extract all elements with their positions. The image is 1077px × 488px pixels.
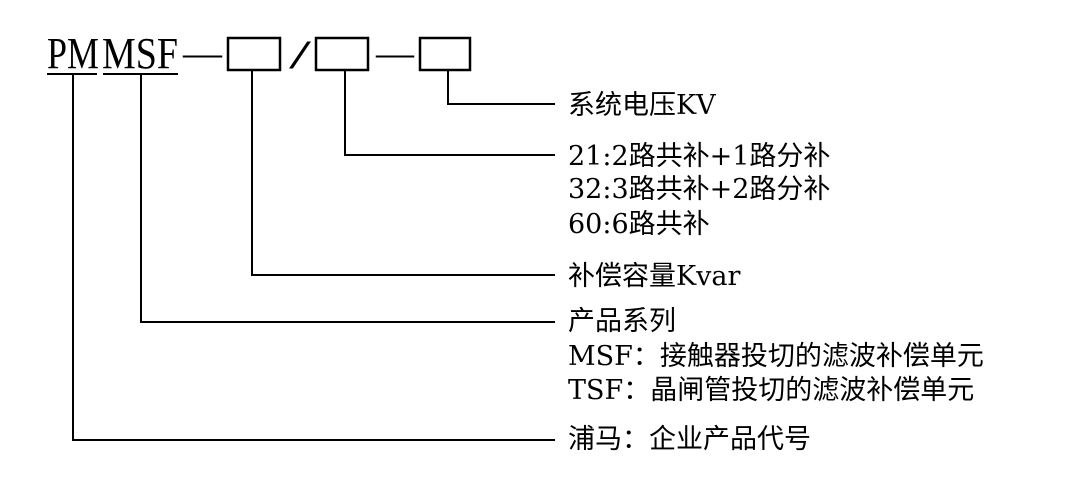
voltage-placeholder-box xyxy=(418,36,472,72)
code-series-msf: MSF xyxy=(102,29,178,78)
channel-option-60: 60:6路共补 xyxy=(568,209,710,240)
code-separator-dash-2: — xyxy=(375,30,415,75)
leader-lines xyxy=(72,70,555,441)
model-code: PM MSF — / — xyxy=(47,29,472,78)
series-label: 产品系列 xyxy=(568,306,676,337)
capacity-placeholder-box xyxy=(226,36,282,72)
channel-leader-line xyxy=(344,70,555,156)
channel-placeholder-box xyxy=(314,36,370,72)
code-separator-slash: / xyxy=(289,32,313,77)
series-option-msf: MSF：接触器投切的滤波补偿单元 xyxy=(568,341,984,372)
series-option-tsf: TSF：晶闸管投切的滤波补偿单元 xyxy=(568,375,974,406)
channel-option-21: 21:2路共补+1路分补 xyxy=(568,141,830,172)
company-leader-line xyxy=(72,74,555,441)
voltage-label: 系统电压KV xyxy=(568,90,716,121)
voltage-leader-line xyxy=(447,70,555,105)
series-leader-line xyxy=(140,74,555,323)
channel-option-32: 32:3路共补+2路分补 xyxy=(568,174,830,205)
code-prefix-pm: PM xyxy=(47,29,99,78)
company-label: 浦马：企业产品代号 xyxy=(568,424,811,455)
labels: 系统电压KV 21:2路共补+1路分补 32:3路共补+2路分补 60:6路共补… xyxy=(568,90,984,455)
capacity-leader-line xyxy=(251,70,555,276)
code-separator-dash-1: — xyxy=(182,30,223,75)
capacity-label: 补偿容量Kvar xyxy=(568,261,741,292)
